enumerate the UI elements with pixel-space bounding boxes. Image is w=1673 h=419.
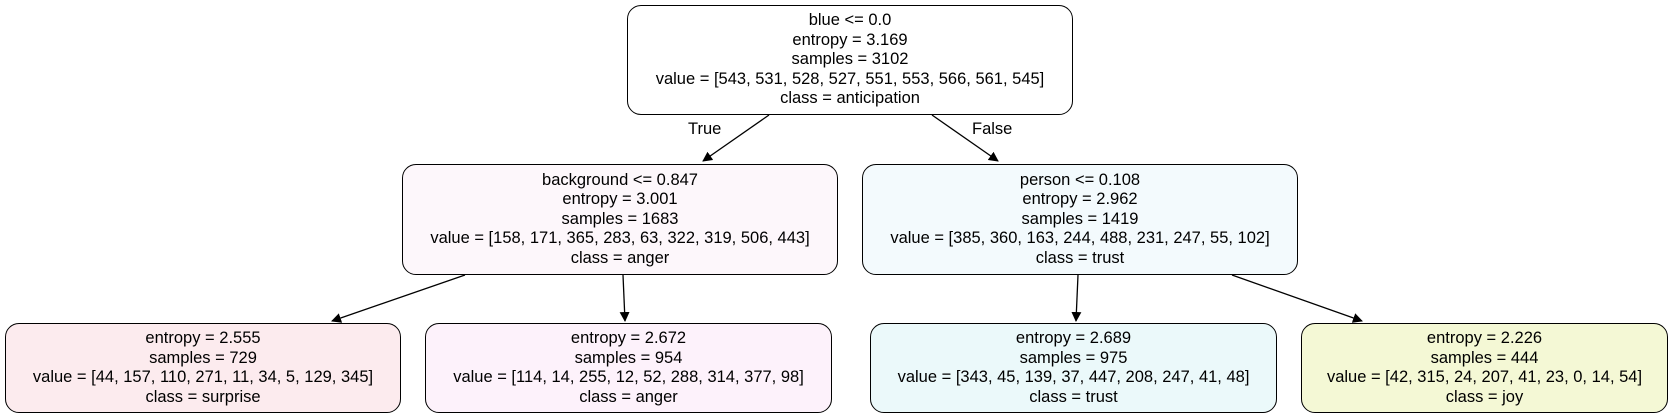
node-leaf-anger: entropy = 2.672 samples = 954 value = [1…: [425, 323, 832, 413]
node-entropy: entropy = 2.962: [1022, 190, 1138, 209]
node-value: value = [158, 171, 365, 283, 63, 322, 31…: [430, 229, 810, 248]
edge-root-left: [702, 114, 770, 162]
node-entropy: entropy = 3.169: [792, 30, 908, 49]
edge-left-leaf1: [331, 274, 466, 323]
node-samples: samples = 1683: [561, 209, 679, 228]
edge-right-leaf4: [1231, 274, 1363, 323]
node-entropy: entropy = 2.672: [570, 329, 687, 347]
node-value: value = [543, 531, 528, 527, 551, 553, 5…: [655, 69, 1045, 88]
node-value: value = [44, 157, 110, 271, 11, 34, 5, 1…: [32, 368, 374, 386]
edge-left-leaf2: [619, 274, 630, 322]
node-value: value = [343, 45, 139, 37, 447, 208, 247…: [897, 368, 1250, 386]
edge-root-right: [931, 114, 999, 162]
node-samples: samples = 1419: [1021, 209, 1139, 228]
node-class: class = anger: [570, 248, 670, 267]
node-samples: samples = 975: [1019, 348, 1128, 367]
node-split: person <= 0.108: [1019, 170, 1141, 189]
node-class: class = anticipation: [780, 89, 920, 108]
node-samples: samples = 444: [1430, 348, 1539, 367]
node-value: value = [42, 315, 24, 207, 41, 23, 0, 14…: [1326, 368, 1643, 386]
edge-right-leaf3: [1071, 274, 1082, 322]
node-leaf-surprise: entropy = 2.555 samples = 729 value = [4…: [5, 323, 401, 413]
node-value: value = [114, 14, 255, 12, 52, 288, 314,…: [453, 368, 804, 386]
node-right: person <= 0.108 entropy = 2.962 samples …: [862, 164, 1298, 275]
node-entropy: entropy = 2.226: [1426, 329, 1543, 347]
node-samples: samples = 954: [574, 348, 683, 367]
node-class: class = anger: [579, 387, 678, 406]
node-leaf-joy: entropy = 2.226 samples = 444 value = [4…: [1301, 323, 1668, 413]
node-root: blue <= 0.0 entropy = 3.169 samples = 31…: [627, 5, 1073, 115]
node-value: value = [385, 360, 163, 244, 488, 231, 2…: [890, 229, 1270, 248]
node-class: class = trust: [1035, 248, 1125, 267]
node-entropy: entropy = 3.001: [562, 190, 678, 209]
node-entropy: entropy = 2.689: [1015, 329, 1132, 347]
node-samples: samples = 3102: [791, 50, 909, 69]
edge-label-false: False: [972, 120, 1013, 138]
node-class: class = trust: [1029, 387, 1118, 406]
node-class: class = joy: [1445, 387, 1524, 406]
node-left: background <= 0.847 entropy = 3.001 samp…: [402, 164, 838, 275]
node-leaf-trust: entropy = 2.689 samples = 975 value = [3…: [870, 323, 1277, 413]
node-samples: samples = 729: [149, 348, 257, 367]
edge-label-true: True: [688, 120, 722, 138]
node-split: blue <= 0.0: [808, 11, 892, 30]
node-class: class = surprise: [145, 387, 261, 406]
node-entropy: entropy = 2.555: [145, 329, 261, 347]
node-split: background <= 0.847: [542, 170, 698, 189]
